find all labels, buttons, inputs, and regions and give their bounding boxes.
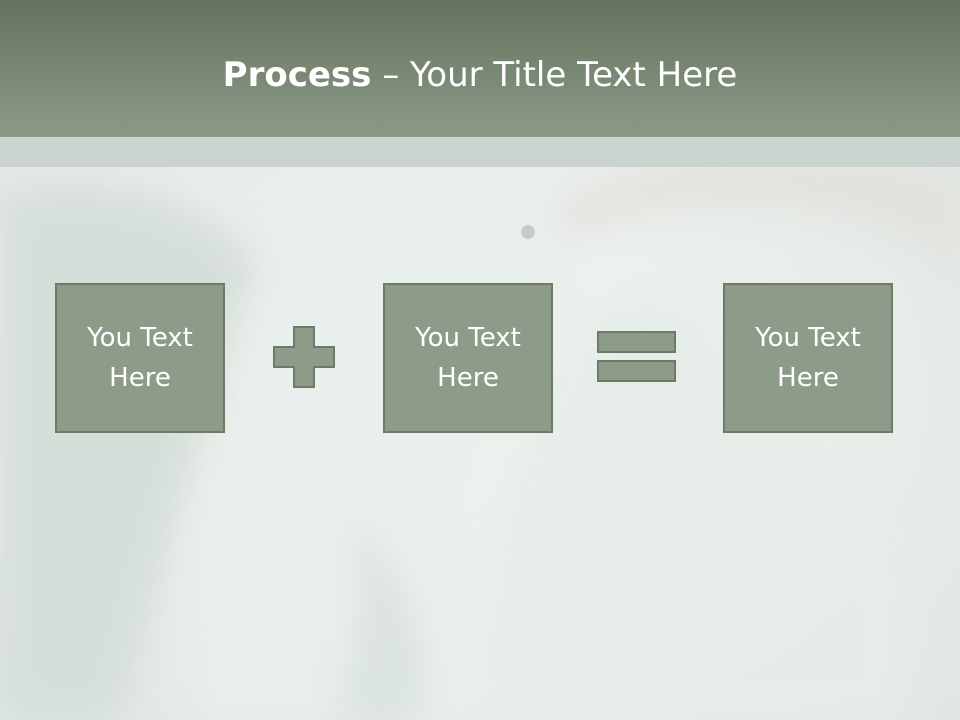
equals-icon (597, 331, 676, 382)
process-step-box-1[interactable]: You Text Here (55, 283, 225, 433)
process-step-text: You Text Here (755, 323, 861, 393)
title-underline-bar (0, 137, 960, 167)
title-rest: Your Title Text Here (410, 55, 738, 95)
title-bold-part: Process (222, 55, 372, 95)
process-step-text: You Text Here (415, 323, 521, 393)
process-step-box-3[interactable]: You Text Here (723, 283, 893, 433)
title-separator: – (371, 55, 411, 95)
process-step-box-2[interactable]: You Text Here (383, 283, 553, 433)
plus-icon (273, 326, 335, 388)
process-step-text: You Text Here (87, 323, 193, 393)
slide-title[interactable]: Process – Your Title Text Here (0, 52, 960, 98)
title-bar (0, 0, 960, 137)
